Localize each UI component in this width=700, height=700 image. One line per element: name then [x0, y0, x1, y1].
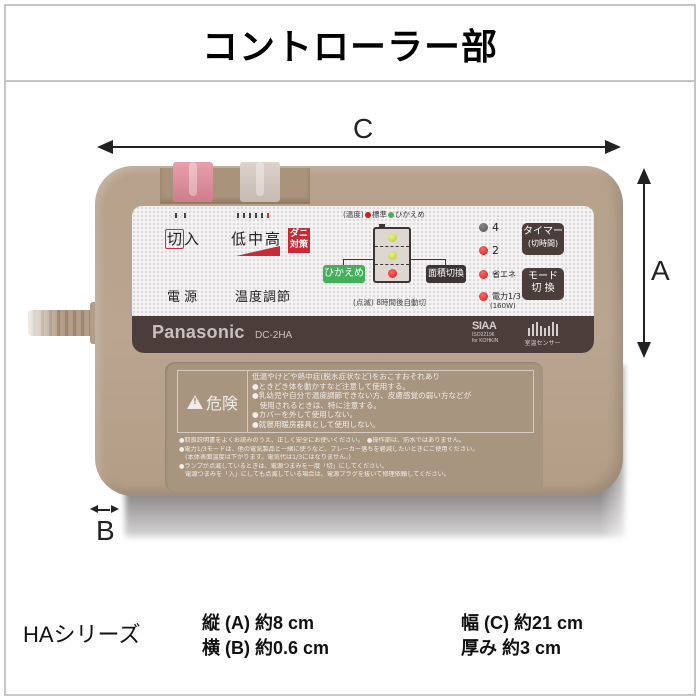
wire-left-drop: [343, 259, 344, 266]
arrow-right-icon: [605, 140, 621, 154]
arrow-right-icon: [111, 505, 119, 513]
arrow-down-icon: [637, 342, 651, 358]
danger-text: 低温やけどや熱中症(脱水症状など)をおこすおそれあり ●ときどき体を動かすなど注…: [252, 372, 472, 429]
lamp-middle-icon: [388, 251, 397, 260]
dimension-c-label: C: [353, 113, 374, 144]
dimension-a-label: A: [651, 255, 670, 286]
temperature-ticks: [237, 213, 269, 218]
blink-note: (点滅) 8時間後自動切: [353, 298, 427, 307]
siaa-mark: SIAA ISO22196 for KOHKIN: [472, 320, 499, 344]
led-red-icon: [479, 246, 488, 255]
lamp-bottom-icon: [388, 269, 397, 278]
lamp-top-icon: [388, 233, 397, 242]
wire-right: [411, 259, 445, 260]
dimension-b-line: [98, 509, 110, 511]
arrow-up-icon: [637, 168, 651, 184]
arrow-left-icon: [90, 505, 98, 513]
power-third-indicator: 電力1/3: [479, 291, 521, 302]
power-on-label: 入: [184, 230, 200, 248]
temp-mid-label: 中: [248, 230, 266, 248]
room-temp-sensor: 室温センサー: [520, 322, 565, 347]
brand-logo: Panasonic: [152, 322, 245, 342]
warning-label-area: [165, 362, 543, 492]
temperature-wedge-icon: [236, 246, 280, 256]
sensor-icon: [520, 322, 565, 336]
arrow-left-icon: [97, 140, 113, 154]
dimension-b-label: B: [96, 515, 115, 546]
area-switch-button[interactable]: 面積切換: [426, 265, 466, 283]
temperature-section-label: 温度調節: [235, 290, 292, 305]
led-gray-icon: [479, 223, 488, 232]
series-name: HAシリーズ: [23, 622, 141, 647]
wire-right-drop: [445, 259, 446, 266]
page-title: コントローラー部: [201, 27, 498, 68]
temp-low-label: 低: [231, 230, 249, 248]
led-red-icon: [479, 292, 488, 301]
temperature-knob[interactable]: [240, 162, 280, 202]
timer-button[interactable]: タイマー (切時間): [522, 223, 564, 255]
image-frame: [4, 4, 696, 696]
spec-thickness: 厚み 約3 cm: [461, 638, 562, 658]
spec-height: 縦 (A) 約8 cm: [202, 613, 315, 633]
temperature-levels: 低中高: [231, 228, 282, 249]
eco-indicator: 省エネ: [479, 269, 516, 280]
timer-indicator-2: 2: [479, 244, 499, 257]
title-divider: [4, 80, 696, 82]
model-number: DC-2HA: [255, 330, 293, 341]
dimension-c-line: [112, 146, 612, 148]
green-dot-icon: [387, 212, 394, 218]
cable-fade: [20, 305, 60, 341]
power-knob[interactable]: [173, 162, 213, 202]
area-indicator-box: [373, 224, 411, 283]
mode-switch-button[interactable]: モード 切 換: [522, 268, 564, 300]
wire-left: [343, 259, 373, 260]
temperature-legend: (温度)標準ひかえめ: [343, 210, 425, 219]
usage-notes: ●取扱説明書をよくお読みのうえ、正しく安全にお使いください。 ●操作部は、防水で…: [179, 437, 479, 479]
spec-width: 幅 (C) 約21 cm: [461, 613, 584, 633]
power-switch-label: 切入: [165, 228, 199, 249]
power-off-label: 切: [165, 229, 185, 249]
danger-header: 危険: [178, 371, 248, 432]
lamp-divider: [375, 264, 409, 265]
dimension-a-line: [643, 182, 645, 348]
power-section-label: 電 源: [167, 290, 198, 305]
red-dot-icon: [364, 212, 371, 218]
warning-triangle-icon: [186, 394, 203, 409]
lamp-divider: [375, 246, 409, 247]
timer-indicator-4: 4: [479, 221, 499, 234]
power-ticks: [175, 213, 186, 218]
mite-mode-badge: ダニ 対策: [288, 228, 310, 253]
danger-warning: 危険 低温やけどや熱中症(脱水症状など)をおこすおそれあり ●ときどき体を動かす…: [177, 370, 534, 433]
wattage-note: (160W): [490, 302, 516, 310]
spec-depth: 横 (B) 約0.6 cm: [202, 638, 330, 658]
modest-button[interactable]: ひかえめ: [323, 265, 365, 283]
brand-strip: [132, 316, 594, 353]
led-red-icon: [479, 270, 488, 279]
temp-high-label: 高: [265, 230, 283, 248]
